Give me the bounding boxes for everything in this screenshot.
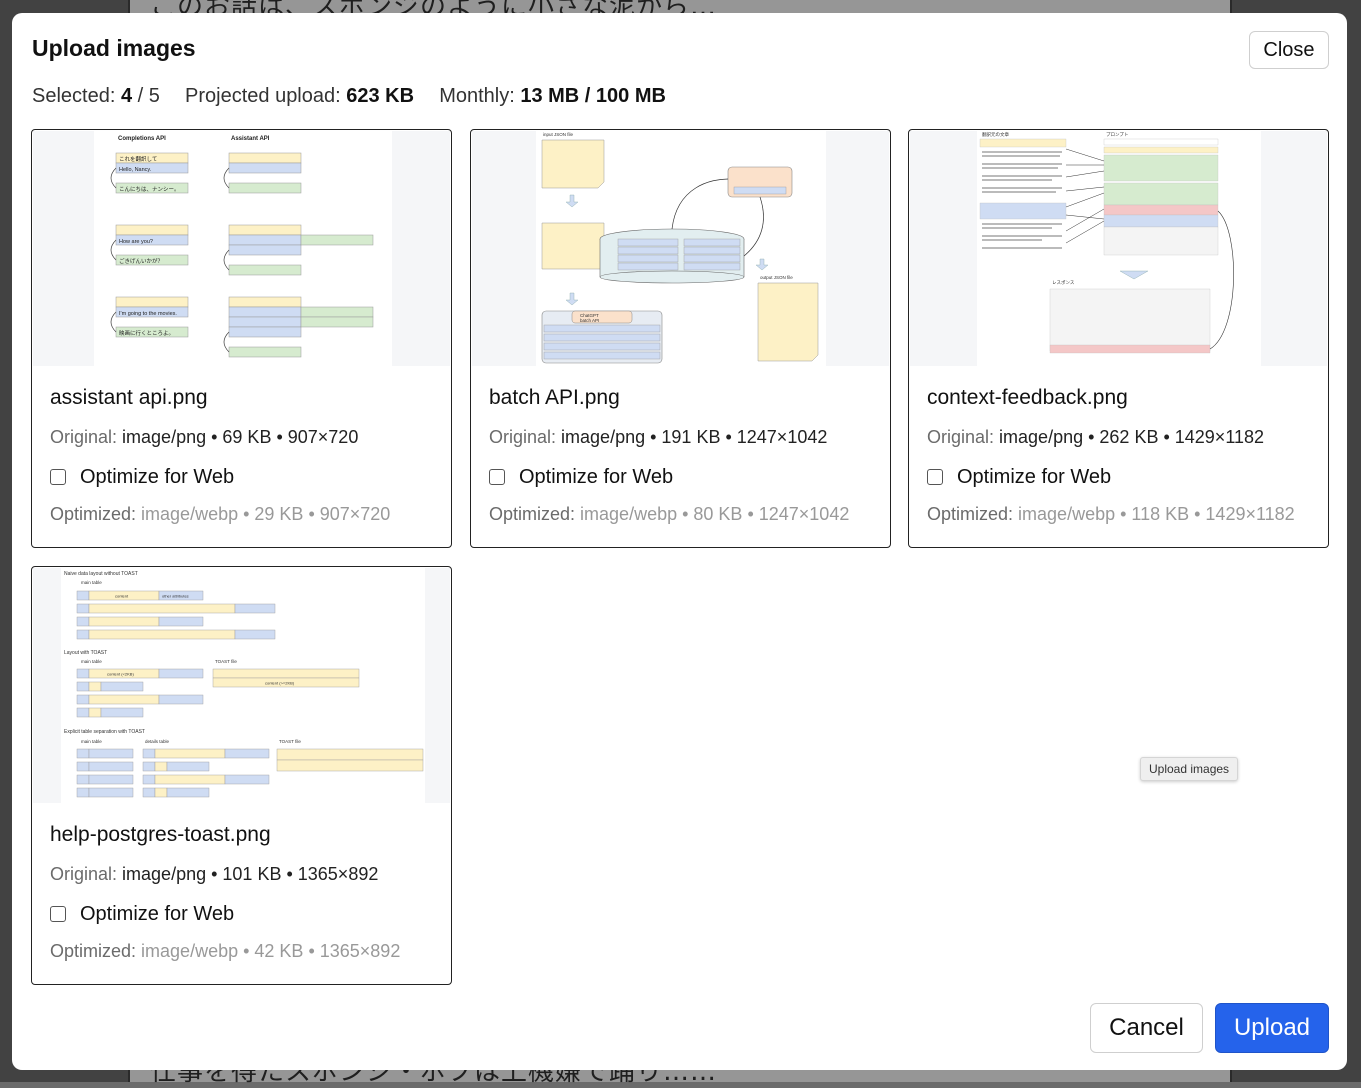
thumb-line: other attributes [162,594,189,599]
upload-tooltip: Upload images [1140,757,1239,781]
optimized-details: image/webp • 80 KB • 1247×1042 [580,504,850,524]
thumb-title: Completions API [118,136,166,142]
optimized-details: image/webp • 29 KB • 907×720 [141,504,391,524]
image-card[interactable]: Completions API Assistant API これを翻訳して He… [31,129,452,548]
thumb-title: Assistant API [231,136,270,142]
optimize-toggle[interactable]: Optimize for Web [50,465,234,489]
optimize-checkbox[interactable] [50,469,66,485]
thumb-line: Hello, Nancy. [119,167,152,173]
original-info: Original: image/png • 191 KB • 1247×1042 [489,427,827,448]
thumb-line: content [115,594,129,599]
upload-stats: Selected: 4 / 5 Projected upload: 623 KB… [32,85,666,108]
thumb-line: content (>=2KB) [265,681,295,686]
optimize-label[interactable]: Optimize for Web [957,465,1112,488]
original-details: image/png • 191 KB • 1247×1042 [561,427,828,447]
upload-images-dialog: Upload images Close Selected: 4 / 5 Proj… [12,13,1347,1070]
selected-count: 4 [120,85,133,107]
thumb-title: 翻訳元の文章 [982,131,1009,138]
thumb-line: これを翻訳して [119,155,157,163]
image-thumbnail: Naive data layout without TOAST main tab… [33,568,450,803]
original-details: image/png • 101 KB • 1365×892 [122,864,379,884]
original-label: Original: [489,427,557,447]
thumb-line: 映画に行くところよ。 [119,329,174,337]
thumb-line: ごきげんいかが？ [119,257,163,265]
original-details: image/png • 69 KB • 907×720 [122,427,359,447]
selected-label: Selected: [32,85,116,107]
thumb-line: How are you? [119,239,153,245]
thumb-title: プロンプト [1106,132,1128,138]
image-thumbnail: Completions API Assistant API これを翻訳して He… [33,131,450,366]
optimized-info: Optimized: image/webp • 29 KB • 907×720 [50,504,390,525]
thumb-title: Naive data layout without TOAST [64,571,138,577]
thumb-title: Explicit table separation with TOAST [64,729,145,735]
optimized-info: Optimized: image/webp • 118 KB • 1429×11… [927,504,1295,525]
optimize-label[interactable]: Optimize for Web [80,902,235,925]
original-info: Original: image/png • 69 KB • 907×720 [50,427,358,448]
optimized-label: Optimized: [927,504,1014,524]
optimize-toggle[interactable]: Optimize for Web [50,902,234,926]
optimize-toggle[interactable]: Optimize for Web [489,465,673,489]
thumb-line: details table [145,739,170,744]
optimized-label: Optimized: [50,504,137,524]
thumb-line: main table [81,659,102,664]
optimized-info: Optimized: image/webp • 42 KB • 1365×892 [50,941,400,962]
thumb-line: TOAST file [279,739,301,744]
image-filename: help-postgres-toast.png [50,823,271,846]
thumb-line: TOAST file [215,659,237,664]
dialog-title: Upload images [32,35,196,61]
optimized-details: image/webp • 118 KB • 1429×1182 [1018,504,1295,524]
monthly-value: 13 MB / 100 MB [520,85,666,107]
original-label: Original: [927,427,995,447]
image-card[interactable]: Naive data layout without TOAST main tab… [31,566,452,985]
thumb-line: こんにちは、ナンシー。 [119,186,179,193]
thumb-line: main table [81,580,102,585]
original-info: Original: image/png • 101 KB • 1365×892 [50,864,378,885]
optimized-info: Optimized: image/webp • 80 KB • 1247×104… [489,504,849,525]
projected-label: Projected upload: [185,85,341,107]
image-filename: context-feedback.png [927,386,1128,409]
image-thumbnail: 翻訳元の文章 プロンプト [910,131,1327,366]
upload-button[interactable]: Upload [1215,1003,1329,1053]
optimize-label[interactable]: Optimize for Web [519,465,674,488]
thumb-line: I'm going to the movies. [119,311,177,317]
optimized-label: Optimized: [489,504,576,524]
image-card[interactable]: input JSON file ChatGPT batch API [470,129,891,548]
thumb-title: ChatGPT [580,313,599,318]
image-filename: batch API.png [489,386,620,409]
cancel-button[interactable]: Cancel [1090,1003,1203,1053]
selected-max: 5 [148,85,160,107]
optimized-label: Optimized: [50,941,137,961]
original-details: image/png • 262 KB • 1429×1182 [999,427,1265,447]
image-card[interactable]: 翻訳元の文章 プロンプト [908,129,1329,548]
thumb-line: content (<2KB) [107,672,134,677]
thumb-title: レスポンス [1052,279,1075,285]
monthly-label: Monthly: [439,85,515,107]
image-filename: assistant api.png [50,386,208,409]
thumb-title: batch API [580,318,599,323]
thumb-line: main table [81,739,102,744]
thumb-title: Layout with TOAST [64,650,107,656]
image-thumbnail: input JSON file ChatGPT batch API [472,131,889,366]
projected-value: 623 KB [346,85,415,107]
close-button[interactable]: Close [1249,31,1329,69]
optimize-toggle[interactable]: Optimize for Web [927,465,1111,489]
optimize-checkbox[interactable] [489,469,505,485]
original-label: Original: [50,864,118,884]
optimize-checkbox[interactable] [50,906,66,922]
thumb-title: output JSON file [760,275,793,280]
original-label: Original: [50,427,118,447]
selected-separator: / [137,85,144,107]
optimize-label[interactable]: Optimize for Web [80,465,235,488]
thumb-title: input JSON file [543,132,574,137]
optimized-details: image/webp • 42 KB • 1365×892 [141,941,401,961]
optimize-checkbox[interactable] [927,469,943,485]
original-info: Original: image/png • 262 KB • 1429×1182 [927,427,1264,448]
